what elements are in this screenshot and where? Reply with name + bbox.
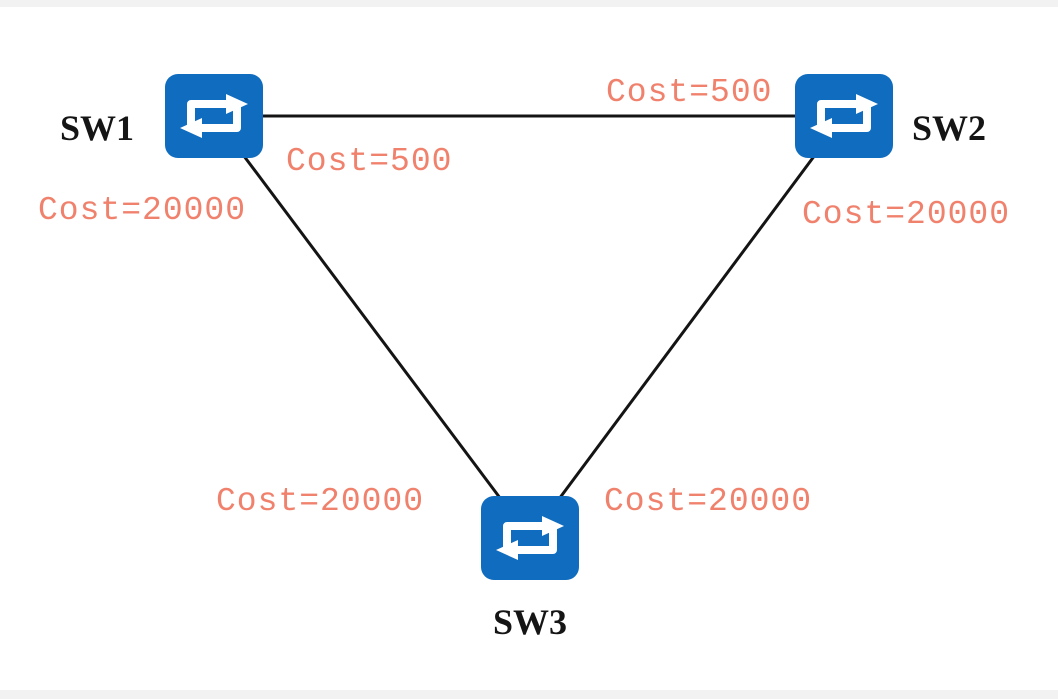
link-sw2-sw3 [528, 115, 846, 539]
switch-node-sw2 [794, 73, 894, 159]
node-label-sw2: SW2 [912, 108, 987, 148]
switch-icon [165, 74, 263, 158]
cost-label-sw2-sw3-at-sw2: Cost=20000 [802, 196, 1011, 233]
node-label-sw3: SW3 [492, 602, 568, 642]
switch-icon [795, 74, 893, 158]
switch-icon [481, 496, 579, 580]
cost-label-sw1-sw3-at-sw3: Cost=20000 [216, 483, 425, 520]
link-sw1-sw3 [212, 115, 532, 539]
switch-node-sw1 [164, 73, 264, 159]
switch-node-sw3 [480, 495, 580, 581]
node-label-sw1: SW1 [60, 108, 135, 148]
cost-label-sw2-sw3-at-sw3: Cost=20000 [604, 483, 813, 520]
cost-label-sw1-sw3-at-sw1: Cost=20000 [38, 192, 247, 229]
bottom-edge-band [0, 690, 1058, 699]
top-edge-band [0, 0, 1058, 7]
cost-label-sw1-sw2-at-sw2: Cost=500 [606, 74, 773, 111]
cost-label-sw1-sw2-at-sw1: Cost=500 [286, 143, 453, 180]
